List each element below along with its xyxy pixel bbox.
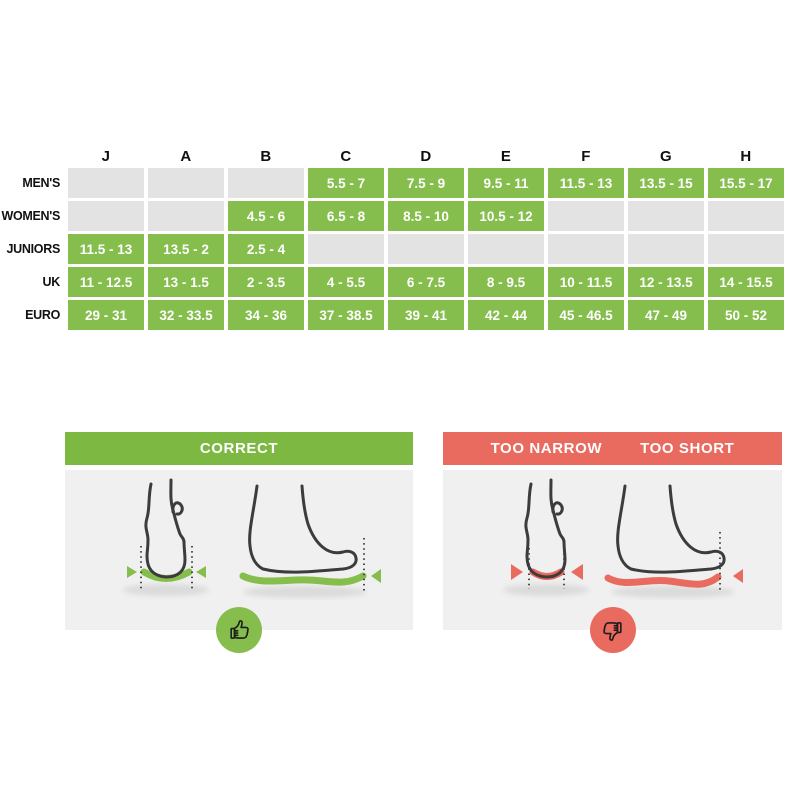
fit-panel-correct: CORRECT	[65, 432, 413, 653]
row-label-womens: WOMEN'S	[1, 209, 60, 223]
width-arrow-left-icon	[127, 566, 137, 578]
size-cell: 4.5 - 6	[228, 201, 304, 231]
correct-title: CORRECT	[199, 440, 279, 457]
thumbs-down-icon	[603, 621, 622, 641]
heel-correct-illustration	[123, 478, 209, 596]
column-header-J: J	[101, 148, 111, 165]
size-cell: 6.5 - 8	[308, 201, 384, 231]
size-cell: 8 - 9.5	[468, 267, 544, 297]
column-header-D: D	[420, 148, 432, 165]
size-cell: 10 - 11.5	[548, 267, 624, 297]
size-cell: 32 - 33.5	[148, 300, 224, 330]
size-cell: 11.5 - 13	[548, 168, 624, 198]
column-header-B: B	[260, 148, 272, 165]
thumbs-up-icon	[229, 619, 249, 639]
length-arrow-icon	[733, 569, 743, 583]
wrong-panel-body	[443, 470, 782, 653]
size-cell: 29 - 31	[68, 300, 144, 330]
size-cell: 34 - 36	[228, 300, 304, 330]
size-cell-empty	[68, 168, 144, 198]
size-cell-empty	[708, 234, 784, 264]
size-cell: 4 - 5.5	[308, 267, 384, 297]
size-cell-empty	[708, 201, 784, 231]
row-label-juniors: JUNIORS	[6, 242, 61, 256]
size-cell: 42 - 44	[468, 300, 544, 330]
table-corner	[16, 145, 64, 165]
insole-red-foot	[604, 573, 722, 588]
size-cell-empty	[628, 201, 704, 231]
thumbs-down-badge	[589, 607, 636, 653]
foot-short-illustration	[604, 484, 743, 598]
size-cell: 15.5 - 17	[708, 168, 784, 198]
insole-green-heel	[140, 568, 193, 582]
size-cell: 45 - 46.5	[548, 300, 624, 330]
size-cell: 13 - 1.5	[148, 267, 224, 297]
size-cell: 37 - 38.5	[308, 300, 384, 330]
fit-panel-wrong: TOO NARROW TOO SHORT	[443, 432, 782, 653]
size-cell: 47 - 49	[628, 300, 704, 330]
size-cell: 2 - 3.5	[228, 267, 304, 297]
column-header-H: H	[740, 148, 752, 165]
column-header-G: G	[660, 148, 672, 165]
thumbs-up-badge	[216, 607, 262, 653]
size-cell: 11 - 12.5	[68, 267, 144, 297]
size-cell-empty	[548, 201, 624, 231]
row-label-uk: UK	[42, 275, 61, 289]
size-cell: 2.5 - 4	[228, 234, 304, 264]
size-cell: 9.5 - 11	[468, 168, 544, 198]
row-label-mens: MEN'S	[22, 176, 60, 190]
size-cell-empty	[548, 234, 624, 264]
size-cell-empty	[628, 234, 704, 264]
size-cell: 14 - 15.5	[708, 267, 784, 297]
length-arrow-icon	[371, 569, 381, 583]
size-cell: 6 - 7.5	[388, 267, 464, 297]
size-cell-empty	[308, 234, 384, 264]
column-header-E: E	[500, 148, 512, 165]
size-cell-empty	[388, 234, 464, 264]
row-label-euro: EURO	[25, 308, 60, 322]
size-cell: 7.5 - 9	[388, 168, 464, 198]
size-cell: 12 - 13.5	[628, 267, 704, 297]
width-arrow-left-icon	[511, 564, 523, 580]
heel-narrow-illustration	[503, 478, 589, 596]
width-arrow-right-icon	[196, 566, 206, 578]
size-cell-empty	[148, 168, 224, 198]
too-short-title: TOO SHORT	[640, 440, 735, 457]
width-arrow-right-icon	[571, 564, 583, 580]
size-cell: 50 - 52	[708, 300, 784, 330]
size-cell: 13.5 - 15	[628, 168, 704, 198]
correct-panel-header: CORRECT	[65, 432, 413, 465]
column-header-C: C	[340, 148, 352, 165]
size-cell-empty	[468, 234, 544, 264]
foot-correct-illustration	[239, 484, 381, 598]
column-header-A: A	[180, 148, 192, 165]
correct-panel-body	[65, 470, 413, 653]
insole-green-foot	[239, 572, 367, 586]
too-narrow-title: TOO NARROW	[490, 440, 603, 457]
size-cell: 10.5 - 12	[468, 201, 544, 231]
size-cell: 8.5 - 10	[388, 201, 464, 231]
size-cell-empty	[68, 201, 144, 231]
size-cell-empty	[148, 201, 224, 231]
column-header-F: F	[581, 148, 591, 165]
wrong-panel-header: TOO NARROW TOO SHORT	[443, 432, 782, 465]
size-cell: 13.5 - 2	[148, 234, 224, 264]
size-cell: 11.5 - 13	[68, 234, 144, 264]
size-cell-empty	[228, 168, 304, 198]
size-cell: 39 - 41	[388, 300, 464, 330]
size-cell: 5.5 - 7	[308, 168, 384, 198]
